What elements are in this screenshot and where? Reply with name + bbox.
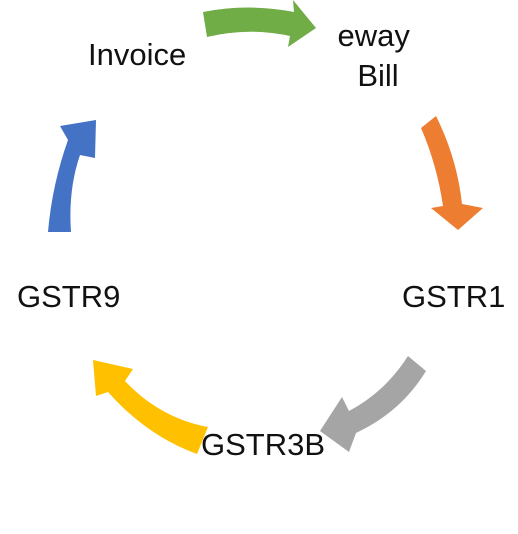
node-labels: Invoice eway Bill GSTR1 GSTR3B GSTR9 <box>17 18 505 462</box>
arrows <box>48 0 483 454</box>
node-label-invoice: Invoice <box>88 37 186 72</box>
node-label-gstr3b: GSTR3B <box>201 427 325 462</box>
arrow-invoice-to-eway-bill <box>203 0 316 47</box>
node-label-eway-bill: eway Bill <box>338 18 419 93</box>
arrow-gstr3b-to-gstr9 <box>93 360 208 454</box>
arrow-gstr9-to-invoice <box>48 120 96 232</box>
node-label-eway-bill-line-1: eway <box>338 18 411 53</box>
arrow-gstr1-to-gstr3b <box>320 356 426 452</box>
node-label-gstr1: GSTR1 <box>402 279 505 314</box>
arrow-eway-bill-to-gstr1 <box>421 116 483 230</box>
node-label-gstr9: GSTR9 <box>17 279 120 314</box>
node-label-eway-bill-line-2: Bill <box>357 58 398 93</box>
